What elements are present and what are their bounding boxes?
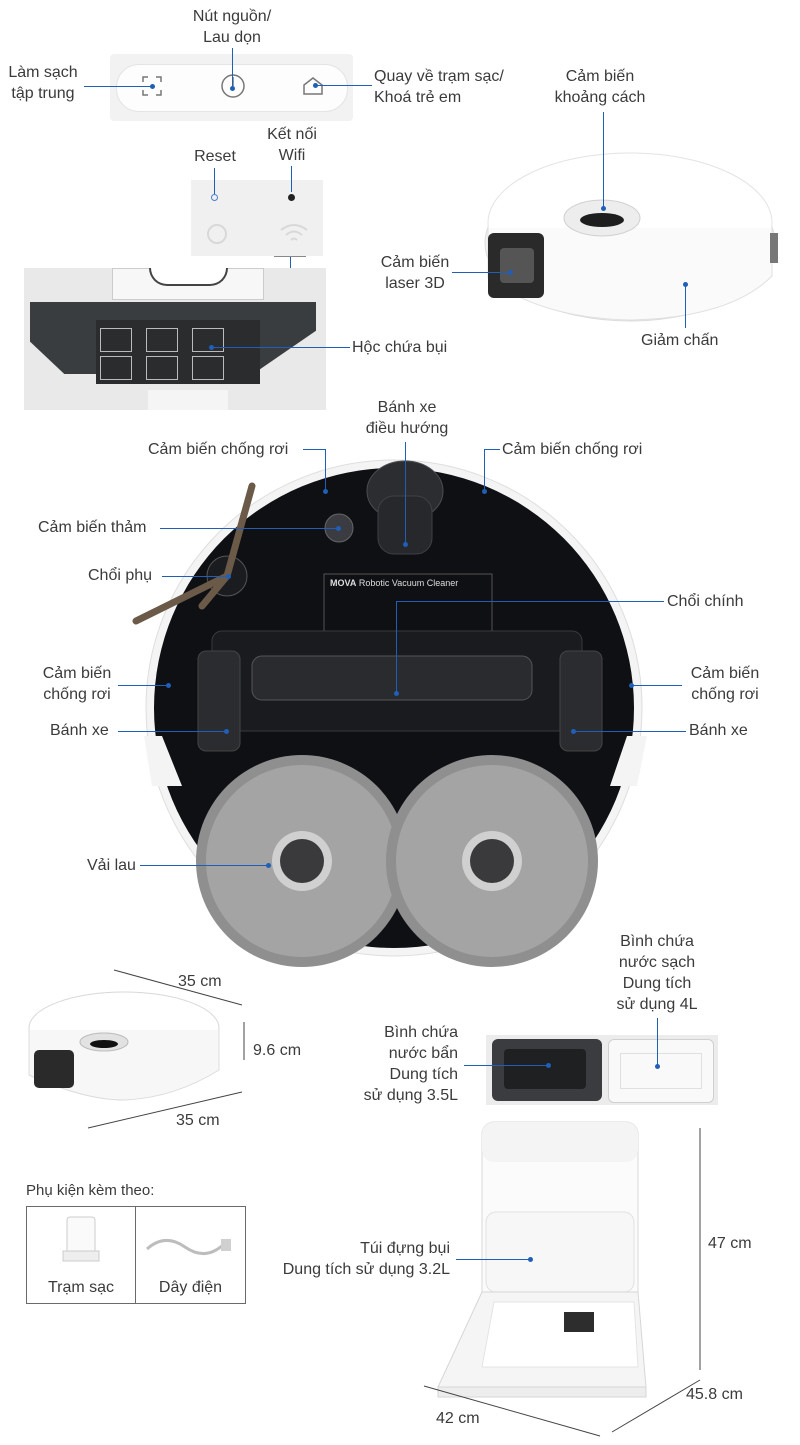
power-label: Nút nguồn/Lau dọn: [192, 8, 272, 46]
accessories-title: Phụ kiện kèm theo:: [26, 1182, 155, 1199]
mop-label: Vải lau: [87, 857, 136, 874]
main-brush-label: Chổi chính: [667, 593, 744, 610]
dim-robot-bottom: 35 cm: [176, 1112, 220, 1129]
cliff-sensor-left-label: Cảm biến chống rơi: [148, 441, 289, 458]
bumper-label: Giảm chấn: [641, 332, 719, 349]
dustbin-photo: [24, 268, 326, 410]
robot-side-view: [28, 991, 220, 1101]
dim-station-height: 47 cm: [708, 1235, 752, 1252]
dim-station-depth: 45.8 cm: [686, 1386, 743, 1403]
accessories-box: Trạm sạc Dây điện: [26, 1206, 246, 1304]
dim-robot-height: 9.6 cm: [253, 1042, 302, 1059]
spot-clean-icon: [142, 76, 162, 96]
wheel-left-label: Bánh xe: [50, 722, 109, 739]
station-photo: [437, 1121, 647, 1398]
dimension-lines-station: [423, 1128, 701, 1437]
power-cable-icon: [146, 1239, 231, 1255]
robot-top-view: [484, 152, 778, 322]
reset-icon: [207, 224, 227, 244]
dim-robot-top: 35 cm: [178, 973, 222, 990]
home-icon: [303, 77, 323, 95]
wifi-icon: [280, 224, 308, 241]
power-icon: [221, 74, 245, 98]
station-thumbnail: [62, 1216, 100, 1262]
accessory-cable-label: Dây điện: [158, 1279, 223, 1296]
water-tanks-photo: [486, 1035, 718, 1105]
accessory-station-label: Trạm sạc: [47, 1279, 115, 1296]
dustbin-label: Hộc chứa bụi: [352, 339, 448, 356]
product-label: MOVA Robotic Vacuum Cleaner: [330, 578, 459, 588]
reset-wifi-panel: [191, 180, 323, 256]
reset-label: Reset: [194, 148, 236, 165]
wheel-right-label: Bánh xe: [689, 722, 748, 739]
dimension-lines-robot: [87, 969, 245, 1129]
cliff-sensor-right-label: Cảm biến chống rơi: [502, 441, 643, 458]
side-brush-label: Chổi phụ: [88, 567, 153, 584]
robot-bottom-view: [132, 459, 647, 967]
carpet-sensor-label: Cảm biến thảm: [38, 519, 147, 536]
home-label: Quay về trạm sạc/Khoá trẻ em: [374, 68, 504, 106]
dim-station-width: 42 cm: [436, 1410, 480, 1427]
